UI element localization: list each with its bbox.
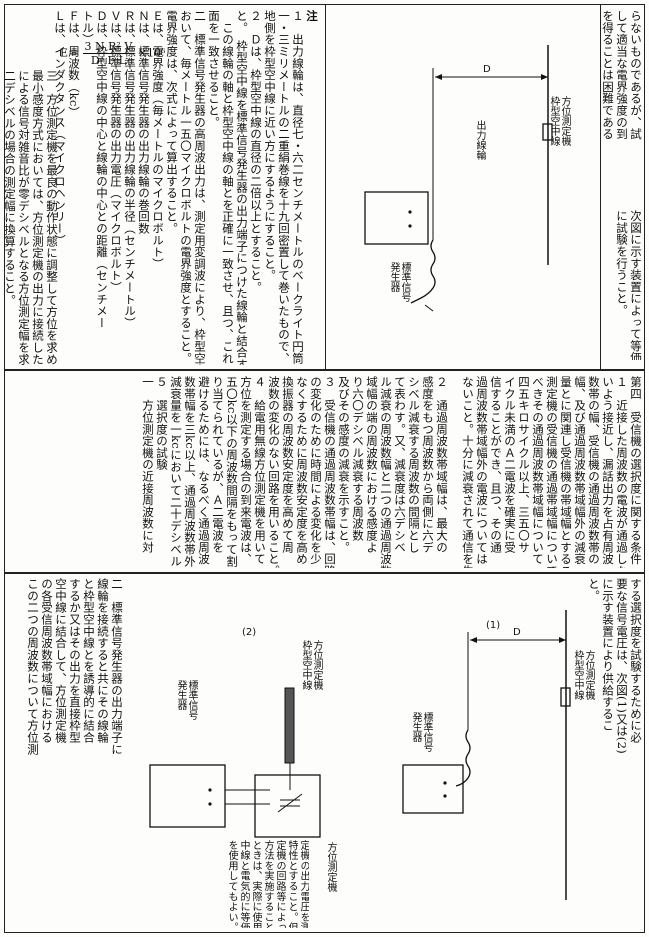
notes-block: 注 １ 出力線輪は、直径七・六二センチメートルのベークライト円筒に、直径 一・三… — [53, 10, 319, 365]
outer-border-bottom — [4, 932, 645, 933]
selectivity-conditions: 第四 受信機の選択度に関する条件 １ 近接した周波数の電波が通過しな いよう接近… — [461, 376, 643, 568]
figure2-receiver-label: 方位測定機 — [325, 842, 336, 892]
vertical-divider-right-top — [600, 4, 601, 370]
figure-top-d-label: D — [483, 64, 491, 75]
intro-continuation: 次図に示す装置によって等価的 に試験を行うこと。 — [615, 210, 643, 360]
intro-text: らないものであるが、試験に際 して適当な電界強度の到来電波 を得ることは困難であ… — [601, 10, 643, 140]
figure1-antenna-label: 方位測定機 枠型空中線 — [572, 650, 594, 700]
signal-supply-text: する選択度を試験するために必 要な信号電圧は、次図(1)又は(2) に示す装置に… — [587, 578, 643, 754]
coupling-method-text: 二 標準信号発生器の出力端子に 線輪を接続すると共にその線輪 と枠型空中線とを誘… — [26, 578, 124, 755]
field-strength-formula: E＝ 3 N R² V D³ F L ×10⁶ — [60, 40, 166, 67]
outer-border-right — [644, 4, 645, 933]
outer-border-top — [4, 4, 645, 5]
notes-header: 注 — [305, 10, 319, 22]
figure2-number: (2) — [242, 627, 257, 638]
figure-top-generator-label: 標準信号 発生器 — [388, 262, 410, 302]
figure1-d-label: D — [513, 627, 521, 638]
overall-characteristics-text: 定機の出力電圧を測定して綜合 特性とすること。但し、方位測 定機の回路等によって… — [226, 840, 309, 928]
horizontal-divider-middle — [4, 369, 645, 371]
outer-border-left — [4, 4, 5, 933]
figure-top-antenna-label: 方位測定機 枠型空中線 — [548, 96, 570, 146]
bandwidth-notes: ２ 通過周波数帯域幅は、最大の 感度をもつ周波数から両側に六デ シベル減衰する周… — [141, 376, 449, 568]
note-three: 三 方位測定機を最良の動作状態に調整して方位を求めること。 最小感度方式において… — [3, 70, 59, 365]
figure-top-feeder-label: 出力線輪 — [474, 120, 485, 160]
vertical-divider-top — [325, 4, 326, 370]
figure1-number: (1) — [486, 620, 501, 631]
figure1-generator-label: 標準信号 発生器 — [410, 712, 432, 752]
figure2-antenna-label: 方位測定機 枠型空中線 — [300, 640, 322, 690]
figure2-generator-label: 標準信号 発生器 — [175, 680, 197, 720]
horizontal-divider-lower — [4, 572, 645, 574]
